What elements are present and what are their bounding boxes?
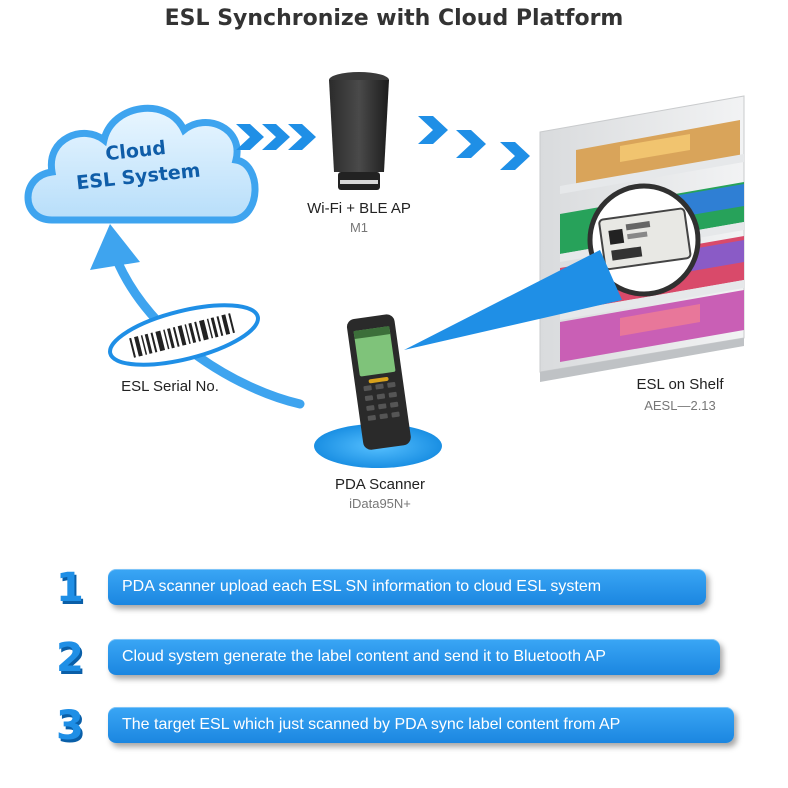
pda-scanner-device [346, 314, 411, 450]
esl-tag-magnifier [587, 183, 701, 297]
step-number: 1 [56, 565, 84, 611]
chevron-arrows-cloud-to-ap [236, 124, 316, 150]
step-bar: PDA scanner upload each ESL SN informati… [108, 569, 706, 605]
scan-beam [404, 250, 622, 350]
access-point-model: M1 [349, 220, 369, 235]
step-text: The target ESL which just scanned by PDA… [122, 716, 621, 733]
step-number: 2 [56, 635, 84, 681]
step-bar: The target ESL which just scanned by PDA… [108, 707, 734, 743]
step-bar: Cloud system generate the label content … [108, 639, 720, 675]
step-text: Cloud system generate the label content … [122, 648, 606, 665]
cloud-icon [24, 104, 259, 224]
shelf-model: AESL—2.13 [644, 398, 716, 413]
pda-label: PDA Scanner [334, 476, 426, 493]
serial-label: ESL Serial No. [121, 378, 219, 395]
access-point-device [329, 72, 389, 190]
pda-model: iData95N+ [349, 496, 411, 511]
barcode-serial-icon [108, 303, 260, 367]
shelf-label: ESL on Shelf [636, 376, 724, 393]
access-point-label: Wi-Fi + BLE AP [307, 200, 411, 217]
step-number: 3 [56, 703, 84, 749]
step-text: PDA scanner upload each ESL SN informati… [122, 578, 602, 595]
diagram-title: ESL Synchronize with Cloud Platform [164, 6, 624, 31]
